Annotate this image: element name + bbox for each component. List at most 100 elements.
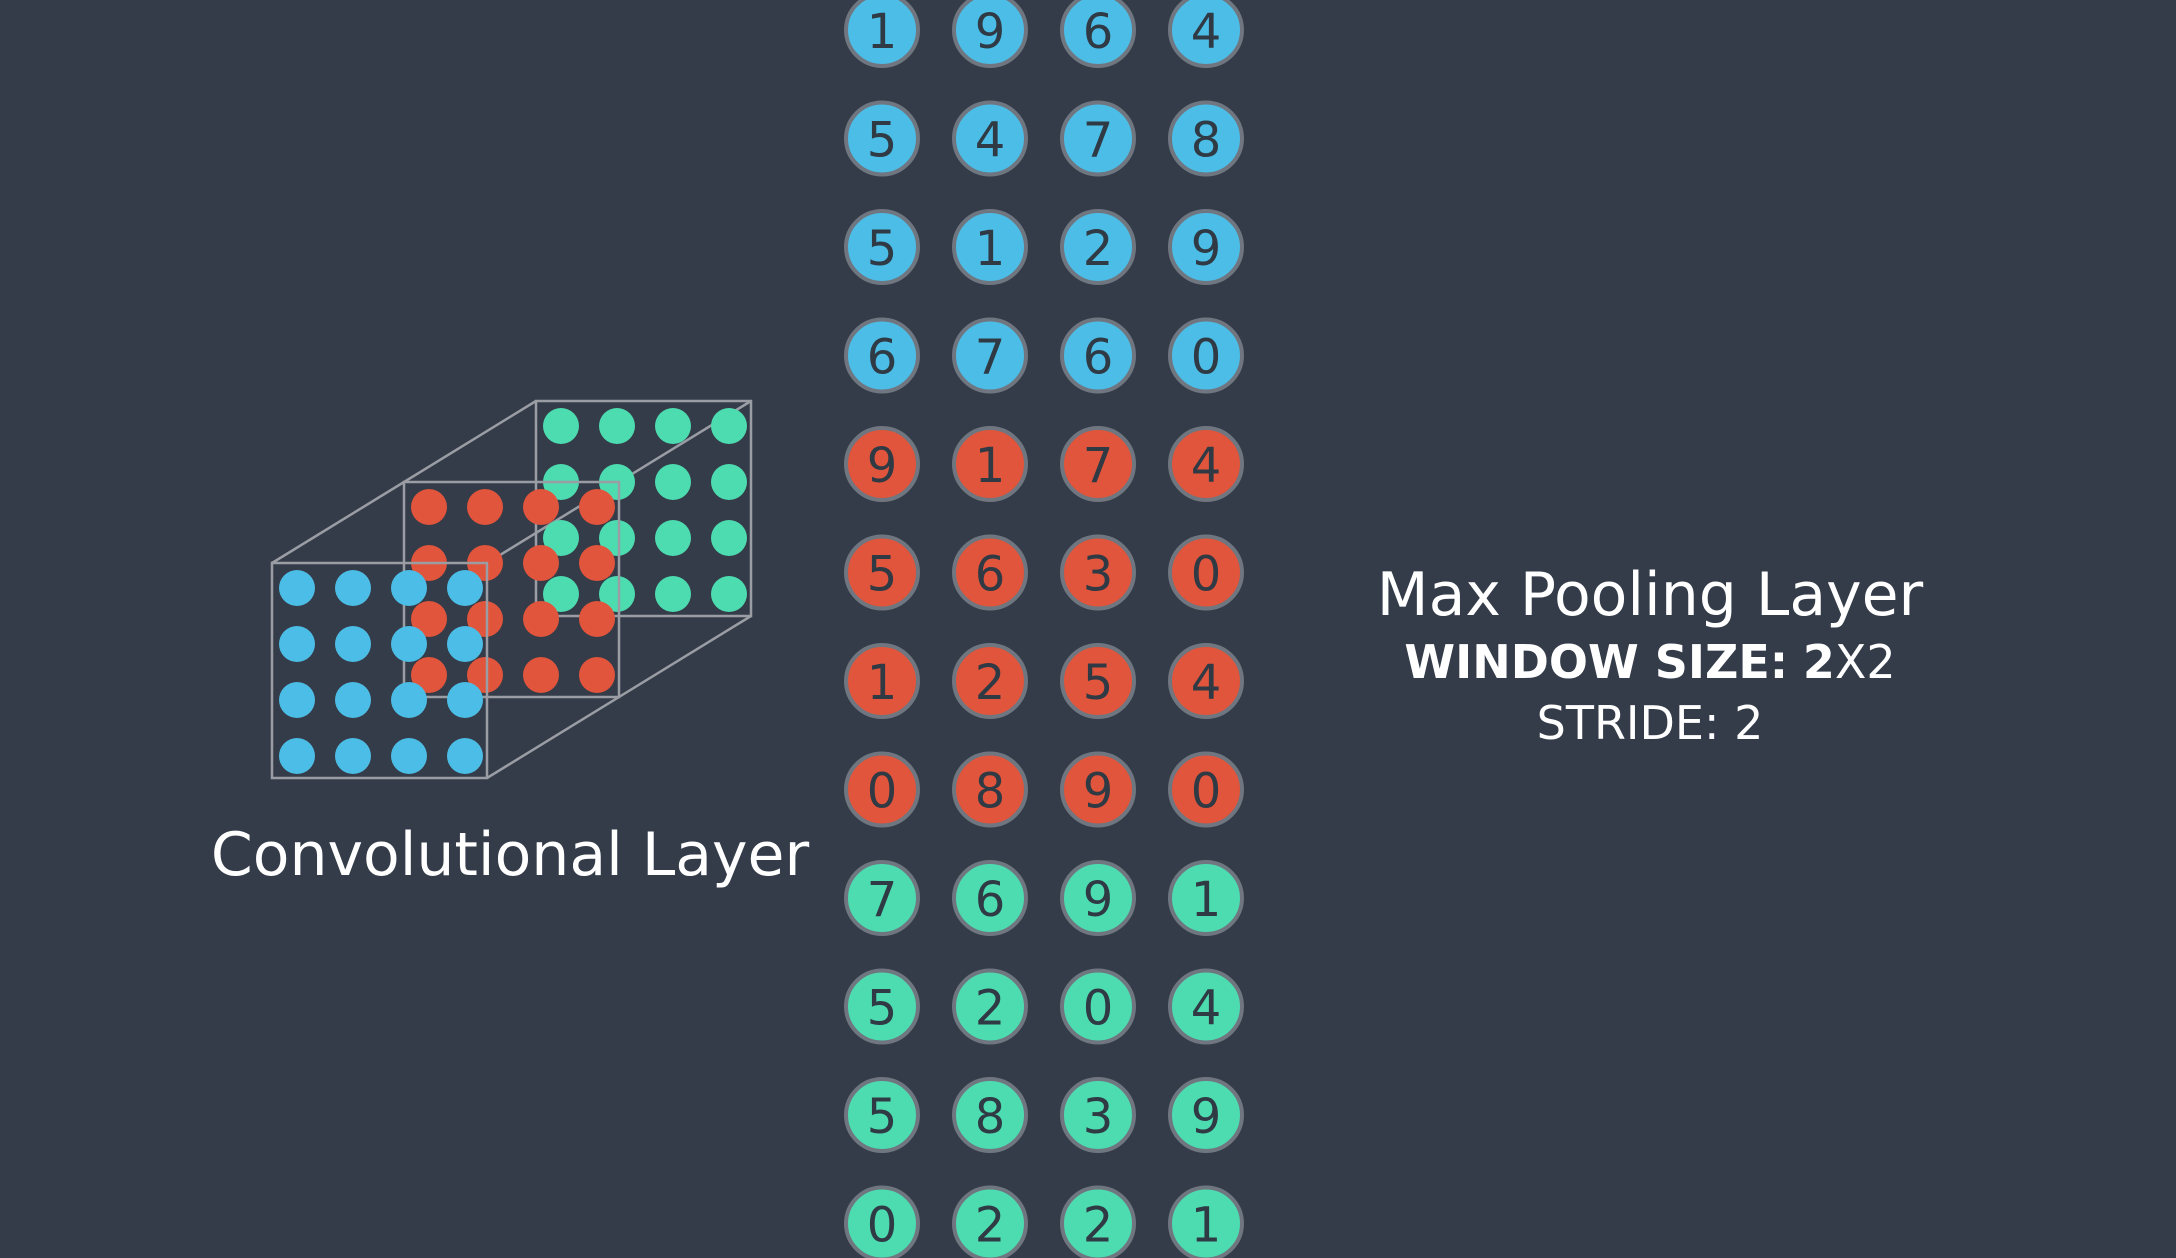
- conv-neuron-dot: [279, 682, 315, 718]
- feature-value-text: 3: [1083, 547, 1114, 603]
- feature-value-text: 4: [975, 113, 1006, 169]
- feature-value-text: 0: [1191, 547, 1222, 603]
- feature-value-node: 8: [1168, 100, 1244, 177]
- max-pooling-info: Max Pooling Layer WINDOW SIZE: 2X2 STRID…: [1290, 558, 2010, 754]
- feature-value-node: 5: [1060, 643, 1136, 719]
- feature-value-node: 9: [952, 0, 1028, 68]
- feature-value-node: 2: [1060, 1185, 1136, 1258]
- feature-value-text: 0: [1191, 764, 1222, 820]
- conv-neuron-dot: [579, 601, 615, 637]
- conv-neuron-dot: [599, 520, 635, 556]
- conv-neuron-dot: [411, 657, 447, 693]
- feature-value-text: 8: [975, 1089, 1006, 1145]
- conv-neuron-dot: [391, 626, 427, 662]
- window-size-line: WINDOW SIZE: 2X2: [1290, 632, 2010, 692]
- feature-value-text: 6: [975, 547, 1006, 603]
- feature-value-node: 3: [1060, 1077, 1136, 1153]
- conv-neuron-dot: [411, 489, 447, 525]
- conv-neuron-dot: [523, 657, 559, 693]
- feature-value-text: 9: [1191, 1089, 1222, 1145]
- feature-value-text: 6: [975, 872, 1006, 928]
- conv-neuron-dot: [599, 408, 635, 444]
- feature-value-node: 2: [952, 643, 1028, 719]
- conv-neuron-dot: [599, 576, 635, 612]
- feature-value-text: 2: [1083, 221, 1114, 277]
- feature-value-text: 0: [867, 764, 898, 820]
- feature-value-node: 5: [844, 534, 920, 611]
- conv-neuron-dot: [711, 464, 747, 500]
- feature-value-node: 0: [1168, 317, 1244, 394]
- conv-neuron-dot: [335, 738, 371, 774]
- feature-value-node: 0: [844, 1185, 920, 1258]
- conv-neuron-dot: [447, 738, 483, 774]
- conv-neuron-dot: [543, 408, 579, 444]
- feature-value-node: 4: [1168, 426, 1244, 502]
- feature-value-text: 4: [1191, 438, 1222, 494]
- feature-value-text: 4: [1191, 981, 1222, 1037]
- feature-value-text: 3: [1083, 1089, 1114, 1145]
- feature-value-text: 5: [867, 113, 898, 169]
- convolutional-layer-cube: [270, 399, 753, 780]
- cube-front-face: [270, 561, 489, 780]
- feature-value-text: 7: [1083, 113, 1114, 169]
- conv-neuron-dot: [579, 545, 615, 581]
- feature-value-node: 5: [844, 209, 920, 285]
- feature-value-text: 4: [1191, 655, 1222, 711]
- feature-value-node: 1: [952, 209, 1028, 285]
- feature-value-node: 4: [1168, 0, 1244, 68]
- conv-neuron-dot: [467, 601, 503, 637]
- feature-value-node: 4: [1168, 643, 1244, 719]
- feature-value-text: 2: [975, 981, 1006, 1037]
- feature-value-text: 9: [1083, 764, 1114, 820]
- feature-value-node: 0: [1060, 968, 1136, 1045]
- conv-neuron-dot: [391, 682, 427, 718]
- feature-value-node: 6: [1060, 0, 1136, 68]
- conv-neuron-dot: [523, 545, 559, 581]
- stride-label: STRIDE:: [1536, 696, 1720, 750]
- feature-value-node: 9: [1060, 860, 1136, 936]
- feature-value-node: 9: [1168, 1077, 1244, 1153]
- feature-value-node: 4: [1168, 968, 1244, 1045]
- window-size-label: WINDOW SIZE:: [1404, 635, 1789, 689]
- conv-neuron-dot: [579, 657, 615, 693]
- stride-line: STRIDE: 2: [1290, 692, 2010, 754]
- conv-neuron-dot: [711, 576, 747, 612]
- feature-value-node: 7: [844, 860, 920, 936]
- feature-value-node: 9: [844, 426, 920, 502]
- feature-value-node: 6: [844, 317, 920, 394]
- convolutional-layer-label: Convolutional Layer: [210, 820, 810, 890]
- window-size-value-rest: X2: [1834, 635, 1896, 689]
- feature-value-text: 7: [867, 872, 898, 928]
- feature-value-text: 9: [1191, 221, 1222, 277]
- window-size-value-bold: 2: [1802, 635, 1835, 689]
- feature-value-text: 9: [867, 438, 898, 494]
- conv-neuron-dot: [447, 570, 483, 606]
- conv-neuron-dot: [655, 576, 691, 612]
- feature-value-text: 5: [1083, 655, 1114, 711]
- feature-value-node: 9: [1168, 209, 1244, 285]
- feature-value-node: 8: [952, 751, 1028, 828]
- feature-value-node: 1: [1168, 1185, 1244, 1258]
- feature-value-node: 2: [952, 968, 1028, 1045]
- feature-value-text: 5: [867, 547, 898, 603]
- feature-value-text: 7: [1083, 438, 1114, 494]
- feature-value-text: 2: [975, 1198, 1006, 1254]
- feature-value-node: 0: [844, 751, 920, 828]
- conv-neuron-dot: [655, 464, 691, 500]
- feature-value-text: 0: [1191, 330, 1222, 386]
- feature-value-text: 1: [975, 438, 1006, 494]
- conv-neuron-dot: [279, 570, 315, 606]
- conv-neuron-dot: [447, 682, 483, 718]
- conv-neuron-dot: [711, 408, 747, 444]
- feature-value-node: 1: [844, 643, 920, 719]
- conv-neuron-dot: [543, 576, 579, 612]
- feature-value-text: 8: [975, 764, 1006, 820]
- feature-value-node: 0: [1168, 751, 1244, 828]
- stride-value: 2: [1734, 696, 1764, 750]
- conv-neuron-dot: [447, 626, 483, 662]
- feature-value-node: 7: [1060, 100, 1136, 177]
- feature-value-node: 6: [952, 860, 1028, 936]
- feature-value-text: 2: [975, 655, 1006, 711]
- conv-neuron-dot: [279, 626, 315, 662]
